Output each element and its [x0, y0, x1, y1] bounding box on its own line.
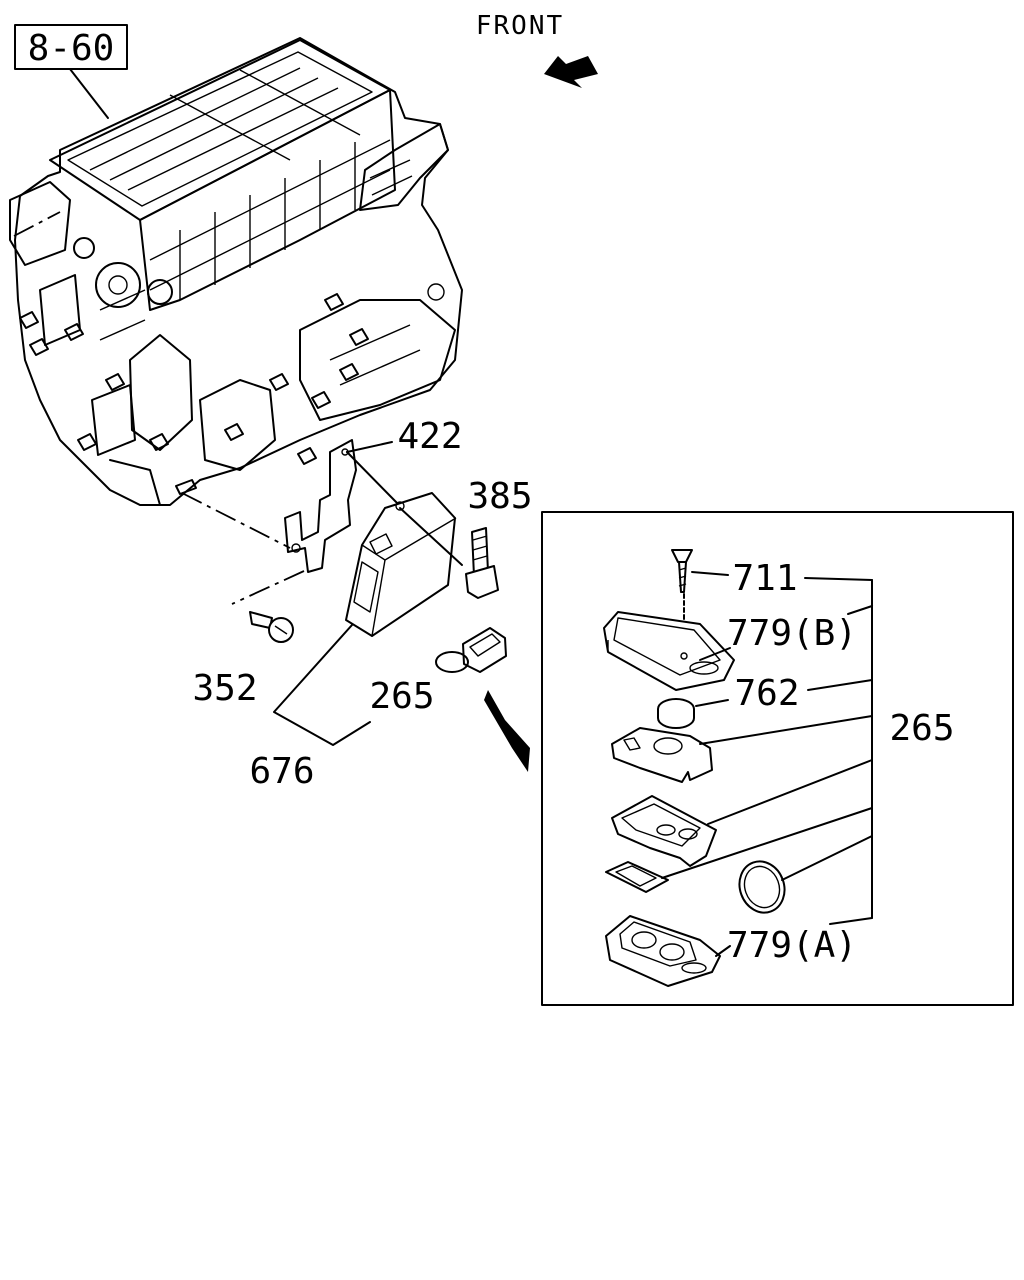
- bracket-to-module-line: [346, 451, 401, 507]
- label-711: 711: [732, 558, 797, 599]
- front-label: FRONT: [476, 11, 564, 41]
- screw-guide-line: [231, 570, 305, 605]
- assembly-bracket: [661, 577, 873, 925]
- small-plate[interactable]: [605, 861, 669, 893]
- key-remote[interactable]: [435, 627, 507, 673]
- leader-762: [695, 699, 729, 707]
- key-ring[interactable]: [732, 855, 791, 919]
- detail-pointer-arrow-icon: [484, 690, 530, 772]
- label-265: 265: [369, 676, 434, 717]
- leader-779a: [715, 945, 731, 957]
- circuit-board-frame[interactable]: [611, 795, 717, 867]
- label-detail-265: 265: [889, 708, 954, 749]
- bracket-guide-line: [181, 492, 291, 549]
- bracket-422[interactable]: [284, 439, 357, 573]
- reference-box[interactable]: 8-60: [14, 24, 128, 70]
- label-352: 352: [192, 668, 257, 709]
- battery-holder[interactable]: [611, 727, 713, 783]
- lower-case-779a[interactable]: [605, 915, 721, 987]
- control-module[interactable]: [345, 492, 457, 637]
- label-385: 385: [467, 476, 532, 517]
- label-779b: 779(B): [727, 613, 857, 654]
- reference-box-label: 8-60: [28, 28, 115, 69]
- label-779a: 779(A): [727, 925, 857, 966]
- module-bolt-line: [399, 507, 463, 566]
- front-indicator: FRONT: [476, 11, 598, 88]
- detail-box: [541, 511, 1014, 1006]
- label-422: 422: [397, 416, 462, 457]
- battery-762[interactable]: [657, 698, 695, 729]
- bolt-385[interactable]: [465, 527, 499, 599]
- leader-779b: [699, 647, 731, 661]
- bracket-leader: [346, 441, 393, 453]
- label-762: 762: [734, 673, 799, 714]
- screw-352[interactable]: [249, 611, 294, 643]
- front-arrow-icon: [544, 56, 598, 88]
- label-676: 676: [249, 751, 314, 792]
- hvac-unit-illustration: [9, 37, 463, 506]
- leader-711: [691, 571, 729, 576]
- detail-screw-711[interactable]: [671, 549, 693, 593]
- upper-case-779b[interactable]: [603, 611, 735, 691]
- reference-leader: [69, 68, 109, 119]
- module-bracket-lines: [273, 624, 371, 746]
